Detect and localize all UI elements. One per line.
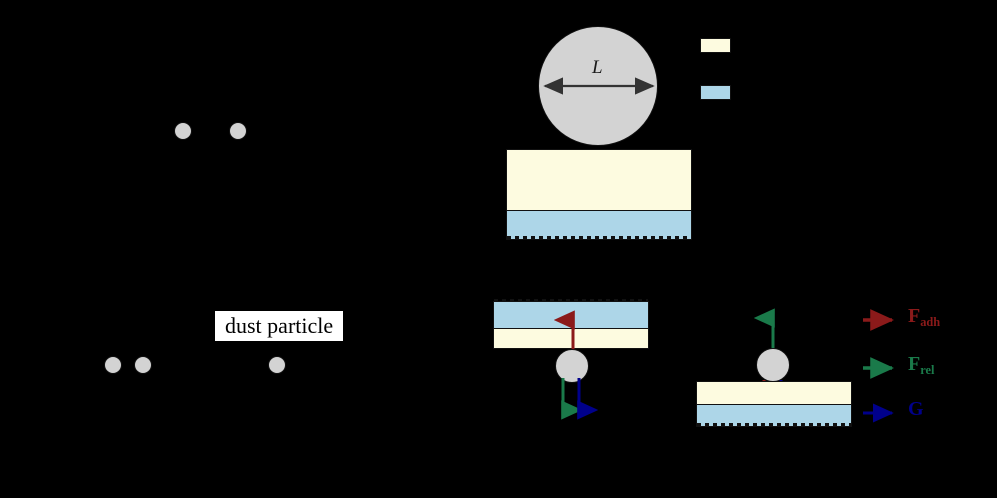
material-legend-item-substrate [700, 85, 731, 100]
substrate-bottom-hatch [697, 423, 851, 427]
f-adh-legend-arrow [863, 309, 895, 331]
particle-on-surface-detail: L [506, 26, 692, 240]
dust-particle-callout-label: dust particle [225, 313, 334, 338]
gravity-legend-label: G [908, 398, 924, 420]
f-rel-legend-arrow [863, 357, 895, 379]
gravity-arrow [577, 378, 599, 420]
dust-particle [174, 122, 192, 140]
substrate-bottom-hatch [507, 236, 691, 240]
f-adh-legend-label: Fadh [908, 305, 941, 329]
diameter-dimension-label: L [592, 57, 603, 78]
diameter-dimension-arrow [543, 77, 655, 95]
dust-particle [756, 348, 790, 382]
gravity-legend-arrow [863, 403, 894, 423]
coating-layer [696, 381, 852, 405]
f-rel-legend-label: Frel [908, 353, 935, 377]
substrate-swatch [700, 85, 731, 100]
dust-particle [104, 356, 122, 374]
dust-particle [229, 122, 247, 140]
dust-particle-callout: dust particle [215, 311, 344, 341]
dust-particle [134, 356, 152, 374]
dust-particle [268, 356, 286, 374]
f-rel-arrow [753, 308, 775, 353]
dust-particle [555, 349, 589, 383]
coating-swatch [700, 38, 731, 53]
material-legend-item-coating [700, 38, 731, 53]
f-rel-arrow [561, 378, 583, 420]
